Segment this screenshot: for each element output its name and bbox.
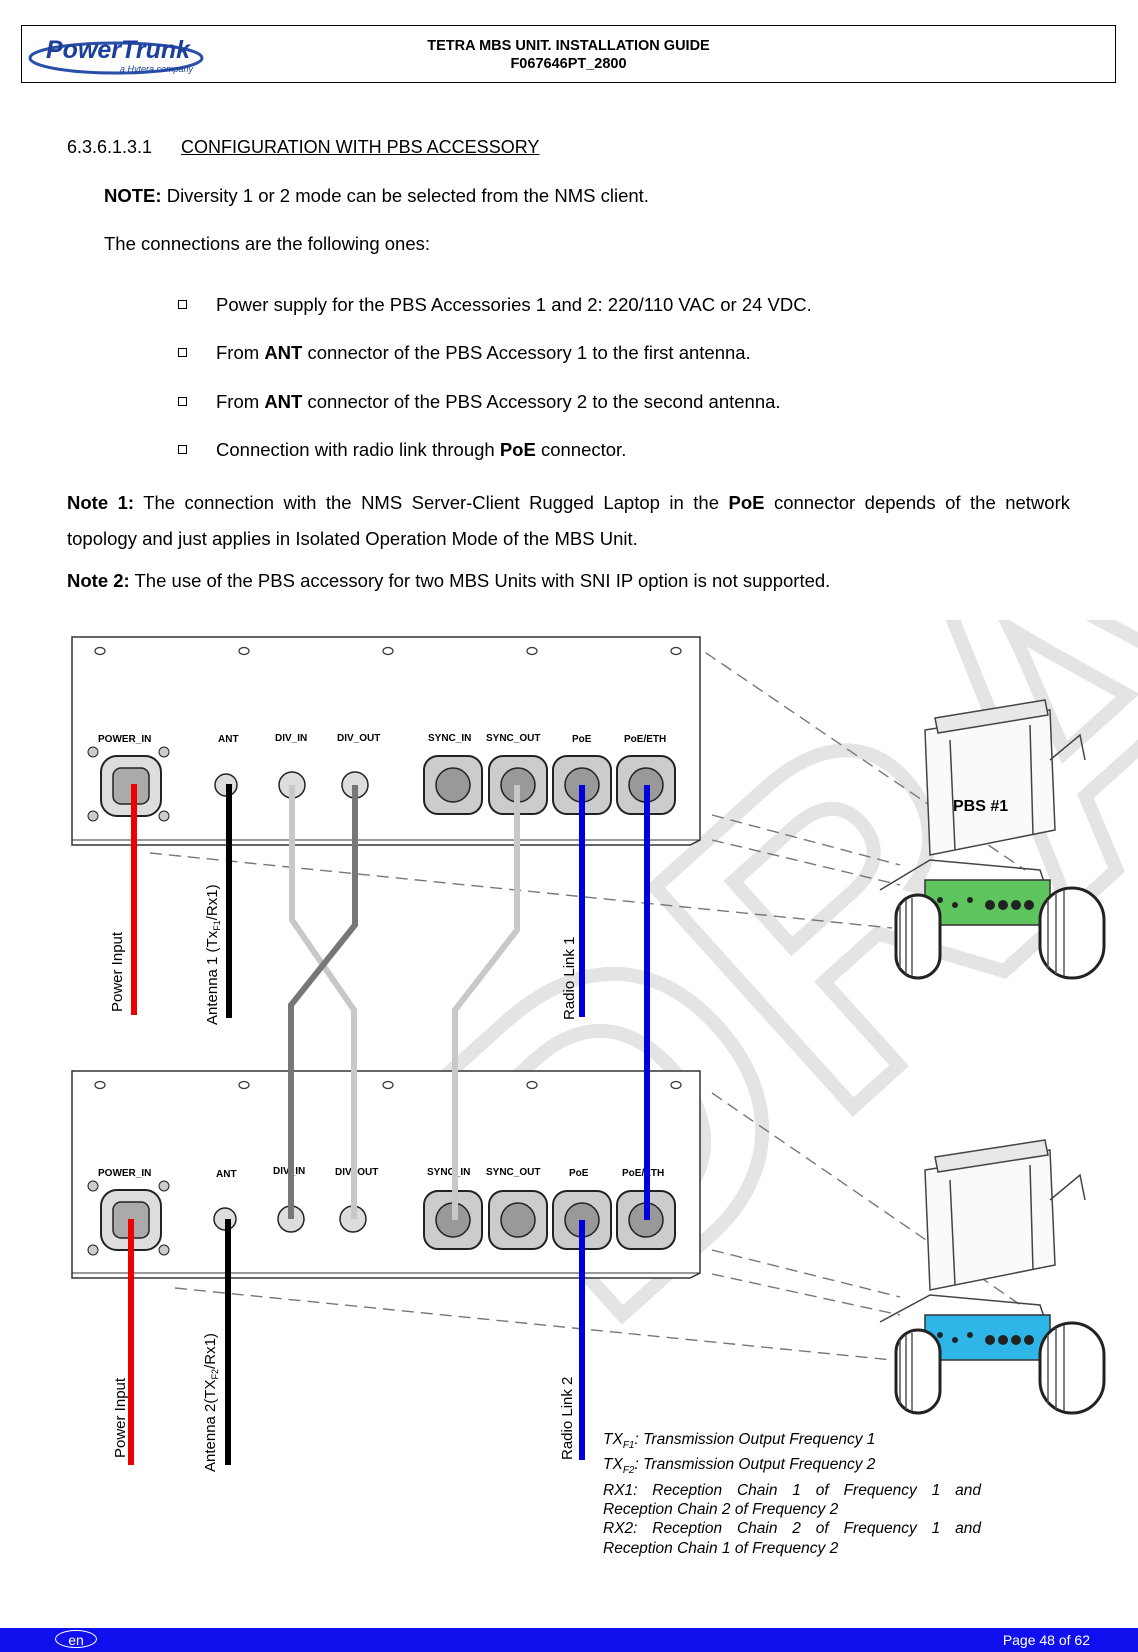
connection-diagram: DRAFT POWER_IN ANT DIV_IN DIV_OUT SYNC_I…	[71, 620, 1138, 1472]
port-label-sync-out: SYNC_OUT	[486, 1167, 540, 1178]
checkbox-bullet-icon	[178, 348, 187, 357]
pbs1-trolley-illustration: PBS #1	[879, 699, 1106, 980]
list-item-bold: ANT	[264, 342, 303, 363]
diagram-legend: TXF1: Transmission Output Frequency 1 TX…	[603, 1430, 981, 1558]
title-line-2: F067646PT_2800	[510, 56, 627, 72]
checkbox-bullet-icon	[178, 397, 187, 406]
list-item-text: connector.	[535, 439, 627, 460]
port-label-ant: ANT	[216, 1169, 237, 1180]
port-label-power-in: POWER_IN	[98, 1168, 151, 1179]
list-item-text: connector of the PBS Accessory 2 to the …	[302, 391, 781, 412]
section-number: 6.3.6.1.3.1	[67, 137, 153, 157]
sync-cable	[452, 785, 520, 1220]
list-item-bold: PoE	[499, 439, 536, 460]
pbs2-trolley-illustration	[879, 1139, 1106, 1415]
list-item-text: Connection with radio link through	[216, 439, 500, 460]
section-title: CONFIGURATION WITH PBS ACCESSORY	[181, 137, 540, 157]
power-input-label-bottom: Power Input	[112, 1377, 129, 1458]
checkbox-bullet-icon	[178, 445, 187, 454]
port-label-poe: PoE	[569, 1168, 589, 1179]
callout-lines	[149, 641, 1026, 1361]
note1-text: connector depends of the network topolog…	[67, 492, 1070, 549]
list-item-text: Power supply for the PBS Accessories 1 a…	[216, 294, 812, 315]
div-out-cable	[288, 785, 358, 1219]
port-label-div-in: DIV_IN	[275, 733, 307, 744]
note-text: Diversity 1 or 2 mode can be selected fr…	[161, 185, 649, 206]
note-paragraph: NOTE: Diversity 1 or 2 mode can be selec…	[104, 183, 649, 209]
note1-text: The connection with the NMS Server-Clien…	[134, 492, 729, 513]
note2-label: Note 2:	[67, 570, 130, 591]
page-number: Page 48 of 62	[1002, 1632, 1090, 1648]
note2-paragraph: Note 2: The use of the PBS accessory for…	[67, 568, 830, 594]
port-label-sync-in: SYNC_IN	[427, 1167, 470, 1178]
power-input-label: Power Input	[109, 931, 126, 1012]
page-header: PowerTrunk a Hytera company TETRA MBS UN…	[21, 25, 1116, 83]
antenna2-label: Antenna 2(TXF2/Rx1)	[202, 1333, 220, 1472]
list-item-bold: ANT	[264, 391, 303, 412]
note1-label: Note 1:	[67, 492, 135, 513]
note1-paragraph: Note 1: The connection with the NMS Serv…	[67, 485, 1070, 557]
list-item-text: From	[216, 342, 265, 363]
logo-subtext: a Hytera company	[120, 64, 194, 74]
mbs-panel-top: POWER_IN ANT DIV_IN DIV_OUT SYNC_IN SYNC…	[71, 636, 701, 846]
port-label-poe: PoE	[572, 734, 592, 745]
language-badge: en	[55, 1630, 97, 1648]
note2-text: The use of the PBS accessory for two MBS…	[129, 570, 831, 591]
logo-text: PowerTrunk	[46, 36, 191, 64]
page-footer: en Page 48 of 62	[0, 1628, 1138, 1652]
port-label-ant: ANT	[218, 734, 239, 745]
section-heading: 6.3.6.1.3.1 CONFIGURATION WITH PBS ACCESS…	[67, 137, 539, 158]
port-label-power-in: POWER_IN	[98, 734, 151, 745]
checkbox-bullet-icon	[178, 300, 187, 309]
legend-tx2: TXF2: Transmission Output Frequency 2	[603, 1456, 876, 1477]
antenna1-label: Antenna 1 (TxF1/Rx1)	[204, 884, 222, 1025]
document-title: TETRA MBS UNIT. INSTALLATION GUIDE F0676…	[22, 37, 1115, 73]
note-label: NOTE:	[104, 185, 162, 206]
legend-tx1: TXF1: Transmission Output Frequency 1	[603, 1431, 876, 1452]
port-label-poe-eth: PoE/ETH	[624, 734, 666, 745]
cables	[128, 784, 650, 1465]
list-item-text: connector of the PBS Accessory 1 to the …	[302, 342, 751, 363]
powertrunk-logo: PowerTrunk a Hytera company	[28, 36, 204, 75]
legend-rx2: RX2: Reception Chain 2 of Frequency 1 an…	[603, 1520, 981, 1557]
port-label-poe-eth: PoE/ETH	[622, 1168, 664, 1179]
mbs-panel-bottom: POWER_IN ANT DIV_IN DIV_OUT SYNC_IN SYNC…	[71, 1070, 701, 1279]
port-label-div-out: DIV_OUT	[337, 733, 380, 744]
intro-paragraph: The connections are the following ones:	[104, 233, 431, 254]
pbs1-label: PBS #1	[953, 798, 1008, 815]
radio-link2-label: Radio Link 2	[559, 1377, 576, 1460]
legend-rx1: RX1: Reception Chain 1 of Frequency 1 an…	[603, 1481, 981, 1519]
port-label-sync-out: SYNC_OUT	[486, 733, 540, 744]
note1-bold: PoE	[728, 492, 765, 513]
title-line-1: TETRA MBS UNIT. INSTALLATION GUIDE	[427, 38, 710, 54]
port-label-sync-in: SYNC_IN	[428, 733, 471, 744]
radio-link1-label: Radio Link 1	[561, 937, 578, 1020]
list-item-text: From	[216, 391, 265, 412]
